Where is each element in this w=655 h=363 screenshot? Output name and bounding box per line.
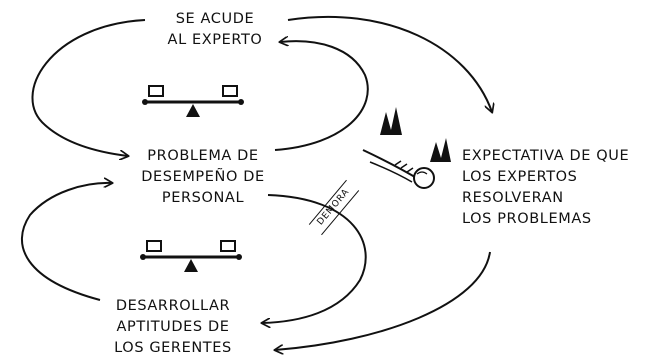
node-line: LOS GERENTES — [114, 340, 232, 356]
node-desarrollar-aptitudes: DESARROLLAR APTITUDES DE LOS GERENTES — [98, 296, 248, 359]
node-line: EXPECTATIVA DE QUE — [462, 148, 630, 164]
node-line: DESARROLLAR — [115, 298, 231, 314]
node-se-acude-al-experto: SE ACUDE AL EXPERTO — [142, 9, 288, 51]
node-line: LOS EXPERTOS — [462, 169, 578, 185]
balance-icon-upper — [142, 85, 244, 117]
node-line: APTITUDES DE — [116, 319, 230, 335]
snowball-icon — [362, 107, 451, 189]
arrow-problem-to-develop — [262, 194, 367, 323]
arrow-develop-to-problem — [21, 183, 112, 301]
node-line: AL EXPERTO — [167, 32, 263, 48]
node-expectativa-expertos: EXPECTATIVA DE QUE LOS EXPERTOS RESOLVER… — [462, 146, 652, 230]
balance-icon-lower — [140, 240, 242, 272]
node-line: DESEMPEÑO DE — [141, 169, 265, 185]
node-line: PROBLEMA DE — [147, 148, 259, 164]
node-line: PERSONAL — [161, 190, 245, 206]
node-line: LOS PROBLEMAS — [462, 211, 592, 227]
arrow-problem-to-expert — [31, 19, 146, 156]
arrow-expert-to-problem — [274, 41, 369, 151]
arrow-expert-to-expectation — [287, 15, 492, 112]
node-line: SE ACUDE — [175, 11, 255, 27]
arrow-expectation-to-develop — [275, 251, 491, 350]
node-line: RESOLVERAN — [462, 190, 564, 206]
node-problema-de-desempeno: PROBLEMA DE DESEMPEÑO DE PERSONAL — [128, 146, 278, 209]
